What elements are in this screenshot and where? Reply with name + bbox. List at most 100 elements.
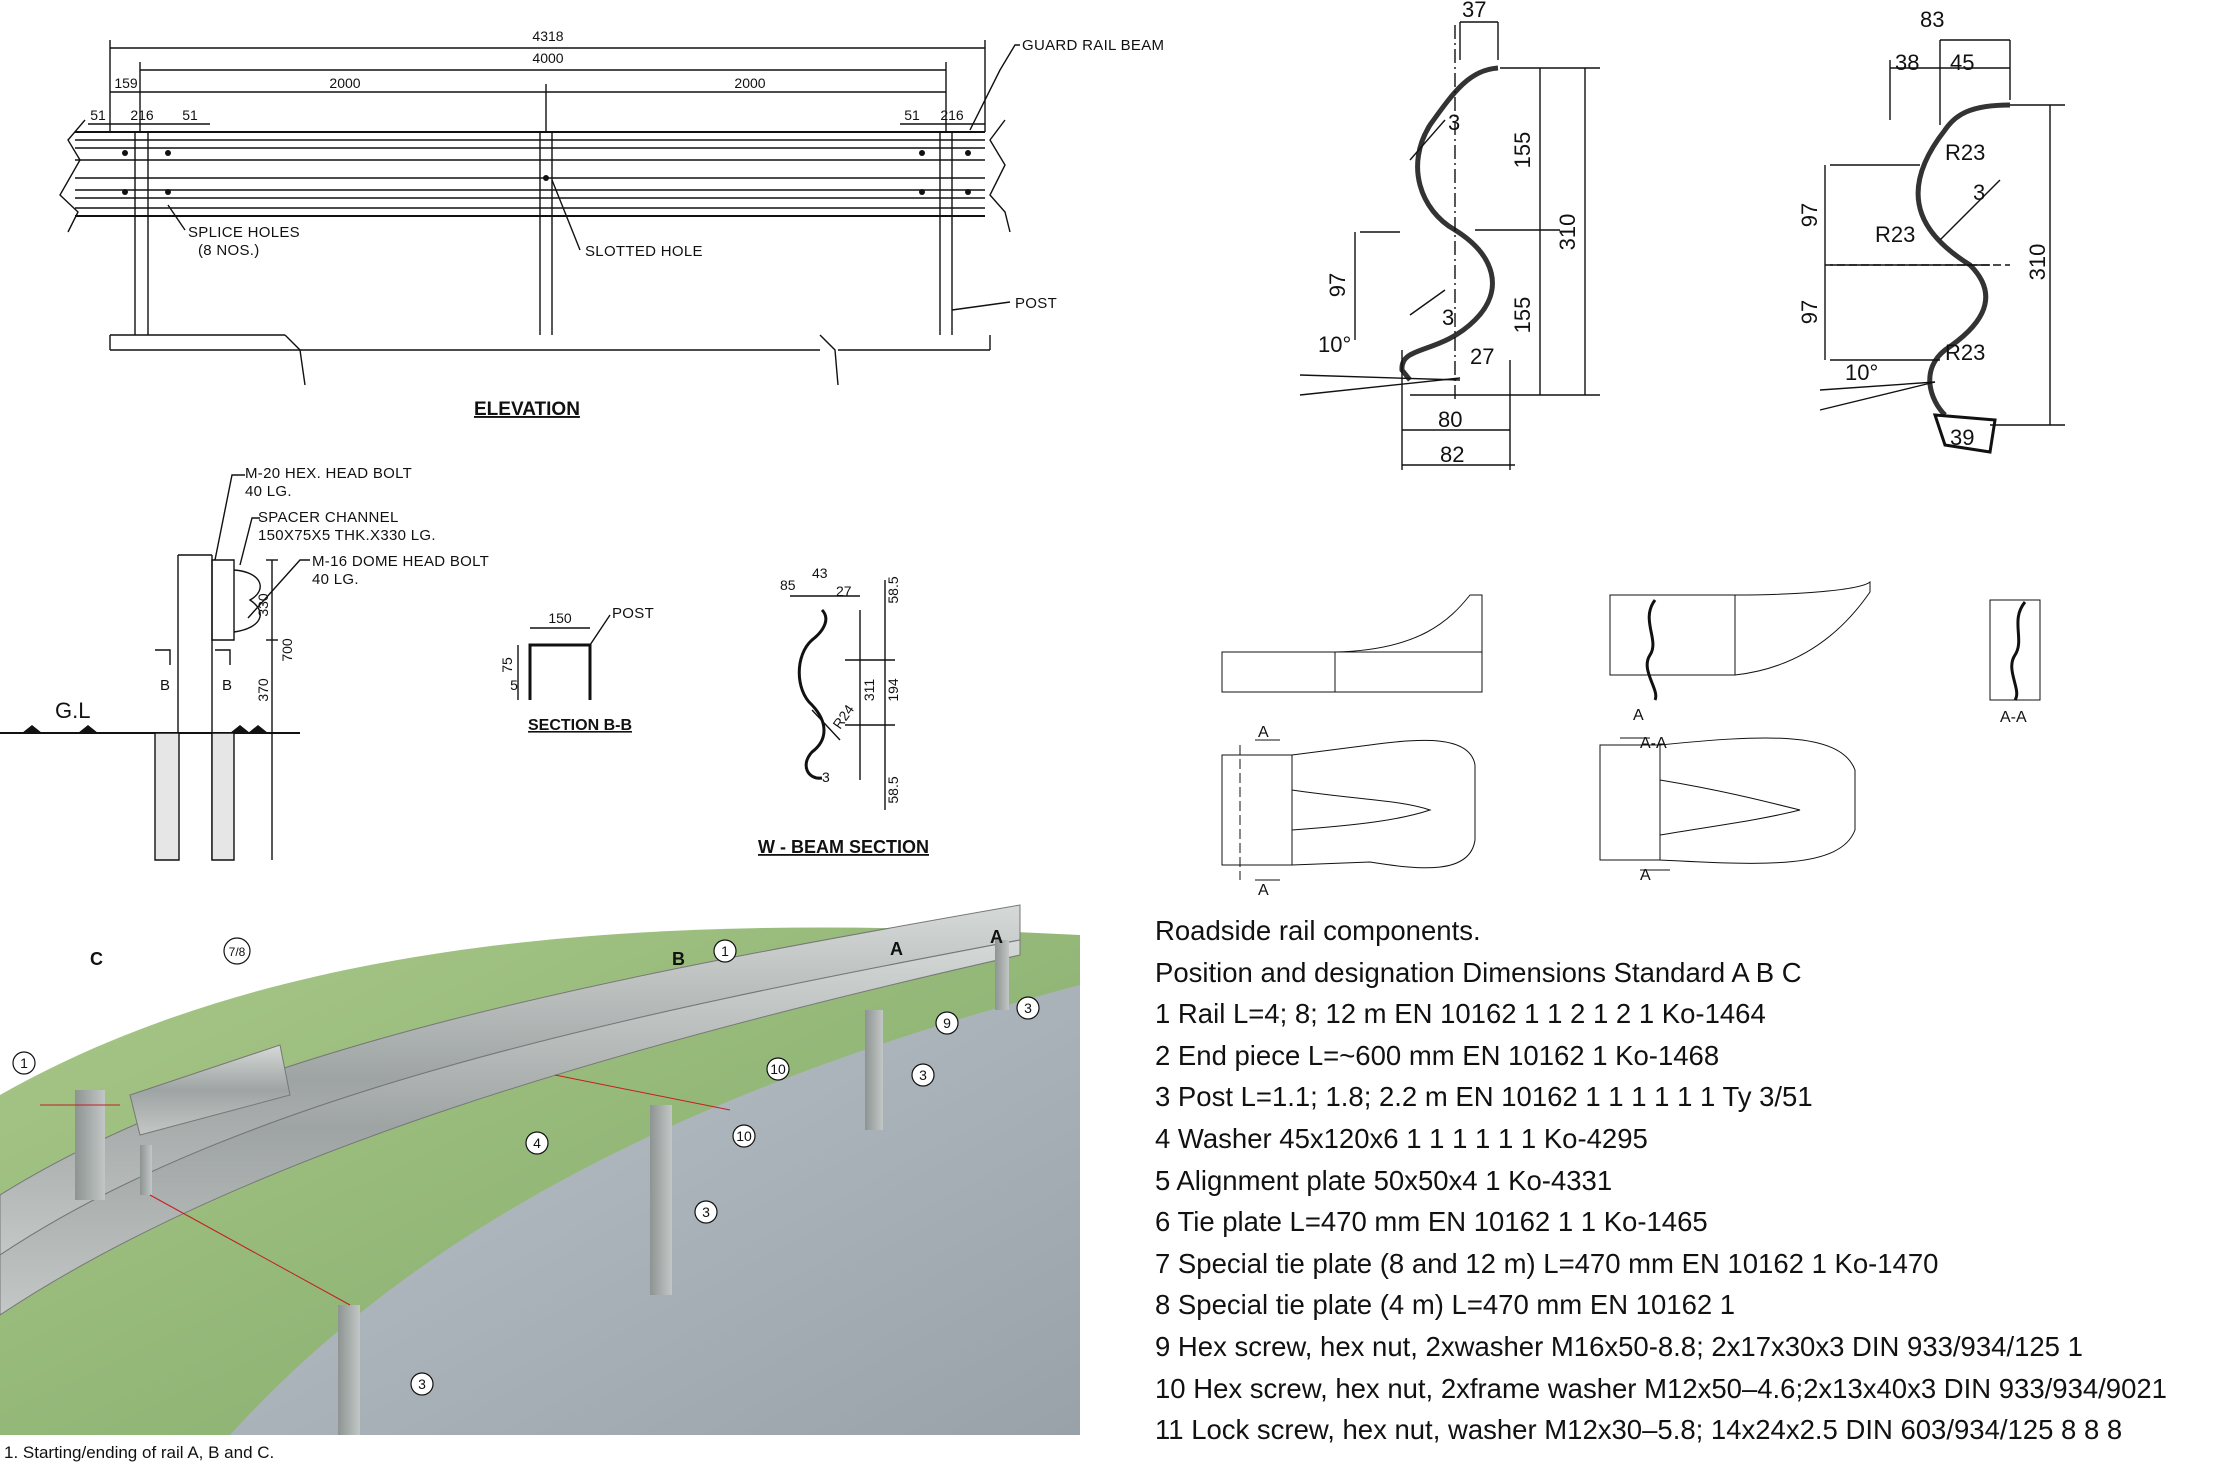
svg-text:9: 9 xyxy=(943,1015,951,1031)
svg-text:51: 51 xyxy=(182,107,198,123)
components-line: Position and designation Dimensions Stan… xyxy=(1155,956,1802,988)
guardrail-render: C B A A 7/8 1 9 3 10 3 4 10 3 3 1 xyxy=(0,895,1080,1435)
components-line: 4 Washer 45x120x6 1 1 1 1 1 1 Ko-4295 xyxy=(1155,1122,1648,1154)
svg-text:97: 97 xyxy=(1797,300,1822,324)
svg-text:37: 37 xyxy=(1462,0,1486,22)
svg-text:27: 27 xyxy=(836,583,852,599)
svg-text:3: 3 xyxy=(822,769,830,785)
svg-text:10: 10 xyxy=(736,1128,752,1144)
post-detail-drawing xyxy=(0,475,310,860)
svg-text:97: 97 xyxy=(1797,203,1822,227)
svg-text:51: 51 xyxy=(904,107,920,123)
wbeam-labels: 85 43 27 58.5 194 311 58.5 R24 3 W - BEA… xyxy=(758,565,929,857)
photo-callouts: C B A A 7/8 1 9 3 10 3 4 10 3 3 1 xyxy=(12,927,1040,1396)
svg-text:SPACER CHANNEL: SPACER CHANNEL xyxy=(258,509,399,526)
components-line: 6 Tie plate L=470 mm EN 10162 1 1 Ko-146… xyxy=(1155,1206,1708,1238)
svg-text:A-A: A-A xyxy=(2000,709,2027,726)
svg-text:W - BEAM SECTION: W - BEAM SECTION xyxy=(758,837,929,857)
components-line: 2 End piece L=~600 mm EN 10162 1 Ko-1468 xyxy=(1155,1039,1720,1071)
elevation-drawing xyxy=(60,40,1020,385)
svg-text:40 LG.: 40 LG. xyxy=(312,571,359,588)
svg-text:GUARD RAIL BEAM: GUARD RAIL BEAM xyxy=(1022,37,1164,54)
svg-text:4000: 4000 xyxy=(532,50,563,66)
svg-text:150X75X5 THK.X330 LG.: 150X75X5 THK.X330 LG. xyxy=(258,527,436,544)
components-list: Roadside rail components. Position and d… xyxy=(1155,910,2215,1451)
components-line: 3 Post L=1.1; 1.8; 2.2 m EN 10162 1 1 1 … xyxy=(1155,1081,1813,1113)
svg-text:SPLICE HOLES: SPLICE HOLES xyxy=(188,224,300,241)
svg-text:3: 3 xyxy=(1973,180,1985,205)
components-line: 5 Alignment plate 50x50x4 1 Ko-4331 xyxy=(1155,1164,1613,1196)
svg-text:27: 27 xyxy=(1470,344,1494,369)
svg-text:R23: R23 xyxy=(1945,140,1985,165)
components-line: Roadside rail components. xyxy=(1155,915,1481,946)
svg-text:38: 38 xyxy=(1895,50,1919,75)
svg-text:A: A xyxy=(890,939,903,959)
svg-text:B: B xyxy=(160,677,170,694)
svg-text:M-16 DOME HEAD BOLT: M-16 DOME HEAD BOLT xyxy=(312,553,489,570)
svg-text:85: 85 xyxy=(780,577,796,593)
figure-caption: 1. Starting/ending of rail A, B and C. xyxy=(4,1443,275,1462)
svg-text:SECTION B-B: SECTION B-B xyxy=(528,717,632,734)
svg-text:75: 75 xyxy=(499,657,515,673)
svg-text:G.L: G.L xyxy=(55,698,90,723)
svg-text:C: C xyxy=(90,949,103,969)
svg-text:4318: 4318 xyxy=(532,28,563,44)
section-bb-drawing xyxy=(518,615,610,700)
svg-text:216: 216 xyxy=(940,107,964,123)
svg-text:SLOTTED HOLE: SLOTTED HOLE xyxy=(585,243,703,260)
svg-text:2000: 2000 xyxy=(734,75,765,91)
svg-text:155: 155 xyxy=(1510,297,1535,334)
svg-text:310: 310 xyxy=(1555,214,1580,251)
end-piece-labels: A A A A A-A A-A xyxy=(1258,707,2027,899)
svg-text:3: 3 xyxy=(1448,110,1460,135)
svg-text:A: A xyxy=(1258,724,1269,741)
profile-1-drawing xyxy=(1300,22,1600,470)
svg-text:82: 82 xyxy=(1440,442,1464,467)
components-line: 11 Lock screw, hex nut, washer M12x30–5.… xyxy=(1155,1414,2123,1446)
svg-text:POST: POST xyxy=(1015,295,1057,312)
svg-text:POST: POST xyxy=(612,605,654,622)
svg-text:A-A: A-A xyxy=(1640,735,1667,752)
svg-text:3: 3 xyxy=(1024,1000,1032,1016)
svg-text:159: 159 xyxy=(114,75,138,91)
svg-text:3: 3 xyxy=(1442,305,1454,330)
svg-text:150: 150 xyxy=(548,610,572,626)
profile-1-labels: 37 155 155 310 97 3 3 10° 27 80 82 xyxy=(1318,0,1580,467)
components-line: 9 Hex screw, hex nut, 2xwasher M16x50-8.… xyxy=(1155,1330,2083,1362)
svg-text:3: 3 xyxy=(919,1067,927,1083)
svg-text:5: 5 xyxy=(510,677,518,693)
svg-text:83: 83 xyxy=(1920,7,1944,32)
svg-text:216: 216 xyxy=(130,107,154,123)
svg-text:B: B xyxy=(672,949,685,969)
svg-text:A: A xyxy=(990,927,1003,947)
components-line: 7 Special tie plate (8 and 12 m) L=470 m… xyxy=(1155,1247,1939,1279)
svg-text:(8 NOS.): (8 NOS.) xyxy=(198,242,260,259)
svg-text:370: 370 xyxy=(255,678,271,702)
elevation-labels: 4318 4000 159 2000 2000 51 216 51 51 216… xyxy=(90,28,1164,420)
profile-2-drawing xyxy=(1820,40,2065,452)
svg-text:A: A xyxy=(1640,867,1651,884)
svg-text:ELEVATION: ELEVATION xyxy=(474,399,580,420)
svg-text:80: 80 xyxy=(1438,407,1462,432)
svg-text:58.5: 58.5 xyxy=(885,576,901,603)
profile-2-labels: 83 38 45 R23 R23 R23 3 97 97 310 10° 39 xyxy=(1797,7,2050,450)
components-line: 10 Hex screw, hex nut, 2xframe washer M1… xyxy=(1155,1372,2167,1404)
svg-text:M-20 HEX. HEAD BOLT: M-20 HEX. HEAD BOLT xyxy=(245,465,412,482)
guardrail-render-image: C B A A 7/8 1 9 3 10 3 4 10 3 3 1 xyxy=(0,895,1080,1435)
svg-text:45: 45 xyxy=(1950,50,1974,75)
svg-text:39: 39 xyxy=(1950,425,1974,450)
post-detail-labels: M-20 HEX. HEAD BOLT 40 LG. SPACER CHANNE… xyxy=(55,465,489,723)
svg-text:155: 155 xyxy=(1510,132,1535,169)
components-line: 1 Rail L=4; 8; 12 m EN 10162 1 1 2 1 2 1… xyxy=(1155,998,1766,1030)
svg-text:1: 1 xyxy=(721,943,729,959)
components-line: 8 Special tie plate (4 m) L=470 mm EN 10… xyxy=(1155,1289,1736,1321)
svg-text:3: 3 xyxy=(702,1204,710,1220)
svg-text:A: A xyxy=(1633,707,1644,724)
svg-text:40 LG.: 40 LG. xyxy=(245,483,292,500)
svg-text:97: 97 xyxy=(1325,273,1350,297)
svg-text:10: 10 xyxy=(770,1061,786,1077)
svg-text:43: 43 xyxy=(812,565,828,581)
svg-text:2000: 2000 xyxy=(329,75,360,91)
svg-text:311: 311 xyxy=(861,679,877,702)
